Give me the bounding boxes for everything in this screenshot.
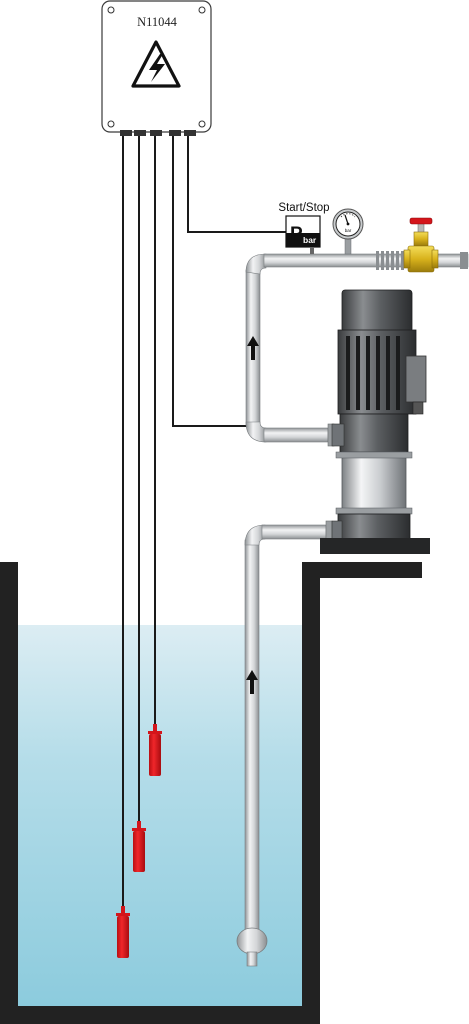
vertical-multistage-pump xyxy=(320,289,430,562)
suction-pipe xyxy=(236,520,333,967)
float-switch-high xyxy=(148,724,162,776)
tank-wall-left xyxy=(0,562,18,1024)
gate-valve-icon xyxy=(403,217,439,273)
pressure-switch-unit: bar xyxy=(303,235,317,245)
pressure-gauge-icon: bar xyxy=(332,208,364,255)
cables xyxy=(122,136,286,908)
tank-floor xyxy=(0,1006,320,1024)
tank-wall-right xyxy=(302,562,320,1024)
pump-base-plate xyxy=(320,538,430,556)
pump-motor-top xyxy=(341,289,413,333)
screw-icon xyxy=(107,6,115,14)
float-switch-low xyxy=(116,906,130,958)
control-box-label: N11044 xyxy=(137,15,178,29)
screw-icon xyxy=(198,6,206,14)
flow-arrow-up-icon xyxy=(247,336,259,360)
pressure-switch-cable xyxy=(187,136,286,233)
high-voltage-warning-icon xyxy=(131,40,181,88)
foot-valve xyxy=(236,927,268,955)
flow-arrow-up-icon xyxy=(246,670,258,694)
float-switch-mid xyxy=(132,821,146,872)
tank-ledge xyxy=(320,562,422,578)
terminal-box xyxy=(405,355,427,403)
pressure-switch: Start/Stop P bar xyxy=(278,202,330,254)
pump-base-housing xyxy=(337,513,411,541)
water-tank xyxy=(0,562,422,1024)
motor-cable xyxy=(172,136,248,427)
pump-stages xyxy=(341,451,407,513)
pump-coupling xyxy=(339,413,409,453)
screw-icon xyxy=(198,120,206,128)
pressure-switch-label: Start/Stop xyxy=(278,202,329,214)
pressure-switch-symbol: P xyxy=(290,224,303,245)
screw-icon xyxy=(107,120,115,128)
control-box: N11044 xyxy=(101,0,212,136)
gauge-unit: bar xyxy=(345,228,352,233)
